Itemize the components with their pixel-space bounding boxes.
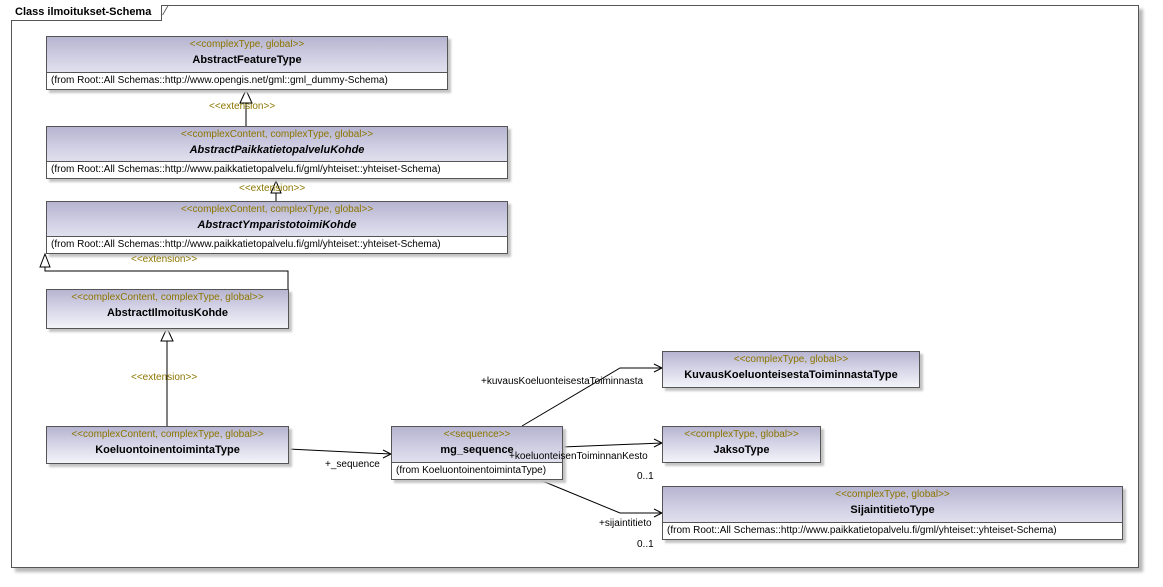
class-sijaintitieto-type[interactable]: <<complexType, global>> SijaintitietoTyp… bbox=[662, 486, 1123, 540]
stereotype-label: <<complexContent, complexType, global>> bbox=[71, 292, 264, 303]
role-label-kesto: +koeluonteisenToiminnanKesto bbox=[509, 451, 648, 462]
extension-label: <<extension>> bbox=[239, 183, 306, 194]
extension-label: <<extension>> bbox=[131, 372, 198, 383]
extension-label: <<extension>> bbox=[209, 101, 276, 112]
stereotype-label: <<complexType, global>> bbox=[189, 39, 305, 50]
stereotype-label: <<sequence>> bbox=[443, 429, 511, 440]
class-koeluontoinentoiminta-type[interactable]: <<complexContent, complexType, global>> … bbox=[46, 426, 289, 464]
diagram-frame bbox=[11, 5, 1139, 568]
from-package: (from Root::All Schemas::http://www.paik… bbox=[47, 236, 507, 253]
stereotype-label: <<complexType, global>> bbox=[733, 354, 849, 365]
class-abstract-feature-type[interactable]: <<complexType, global>> AbstractFeatureT… bbox=[46, 36, 448, 90]
from-package: (from Root::All Schemas::http://www.open… bbox=[47, 72, 447, 89]
generalization-arrowhead bbox=[39, 252, 51, 268]
stereotype-label: <<complexContent, complexType, global>> bbox=[180, 204, 374, 215]
class-name: KoeluontoinentoimintaType bbox=[95, 444, 240, 456]
from-package: (from Root::All Schemas::http://www.paik… bbox=[663, 522, 1122, 539]
generalization-line bbox=[44, 267, 289, 289]
role-label-sequence: +_sequence bbox=[325, 459, 380, 470]
stereotype-label: <<complexContent, complexType, global>> bbox=[180, 129, 374, 140]
class-kuvaus-koeluonteisesta-toiminnasta-type[interactable]: <<complexType, global>> KuvausKoeluontei… bbox=[662, 351, 920, 388]
class-name: AbstractPaikkatietopalveluKohde bbox=[189, 144, 365, 156]
class-name: AbstractIlmoitusKohde bbox=[106, 307, 228, 319]
role-label-kuvaus: +kuvausKoeluonteisestaToiminnasta bbox=[481, 376, 644, 387]
class-abstract-ymparistotoimi-kohde[interactable]: <<complexContent, complexType, global>> … bbox=[46, 201, 508, 254]
generalization-arrowhead bbox=[239, 88, 253, 104]
class-name: AbstractFeatureType bbox=[192, 54, 302, 66]
association-line bbox=[539, 479, 662, 514]
multiplicity-kesto: 0..1 bbox=[637, 471, 654, 482]
multiplicity-sijaintitieto: 0..1 bbox=[637, 539, 654, 550]
association-line bbox=[521, 367, 662, 427]
association-line bbox=[287, 448, 392, 455]
class-name: AbstractYmparistotoimiKohde bbox=[197, 219, 357, 231]
generalization-arrowhead bbox=[270, 179, 282, 194]
stereotype-label: <<complexContent, complexType, global>> bbox=[71, 429, 264, 440]
class-name: SijaintitietoType bbox=[850, 504, 935, 516]
stereotype-label: <<complexType, global>> bbox=[835, 489, 950, 500]
generalization-arrowhead bbox=[160, 326, 174, 342]
class-mg-sequence[interactable]: <<sequence>> mg_sequence (from Koeluonto… bbox=[391, 426, 563, 480]
class-name: mg_sequence bbox=[440, 444, 514, 456]
from-package: (from KoeluontoinentoimintaType) bbox=[392, 462, 562, 479]
diagram-title: Class ilmoitukset-Schema bbox=[11, 5, 163, 21]
role-label-sijaintitieto: +sijaintitieto bbox=[599, 518, 652, 529]
class-name: JaksoType bbox=[713, 444, 770, 456]
extension-label: <<extension>> bbox=[131, 254, 198, 265]
class-name: KuvausKoeluonteisestaToiminnastaType bbox=[684, 369, 898, 381]
class-abstract-ilmoitus-kohde[interactable]: <<complexContent, complexType, global>> … bbox=[46, 289, 289, 329]
class-abstract-paikkatietopalvelu-kohde[interactable]: <<complexContent, complexType, global>> … bbox=[46, 126, 508, 179]
class-jakso-type[interactable]: <<complexType, global>> JaksoType bbox=[662, 426, 821, 463]
stereotype-label: <<complexType, global>> bbox=[684, 429, 799, 440]
association-line bbox=[561, 442, 663, 448]
from-package: (from Root::All Schemas::http://www.paik… bbox=[47, 161, 507, 178]
